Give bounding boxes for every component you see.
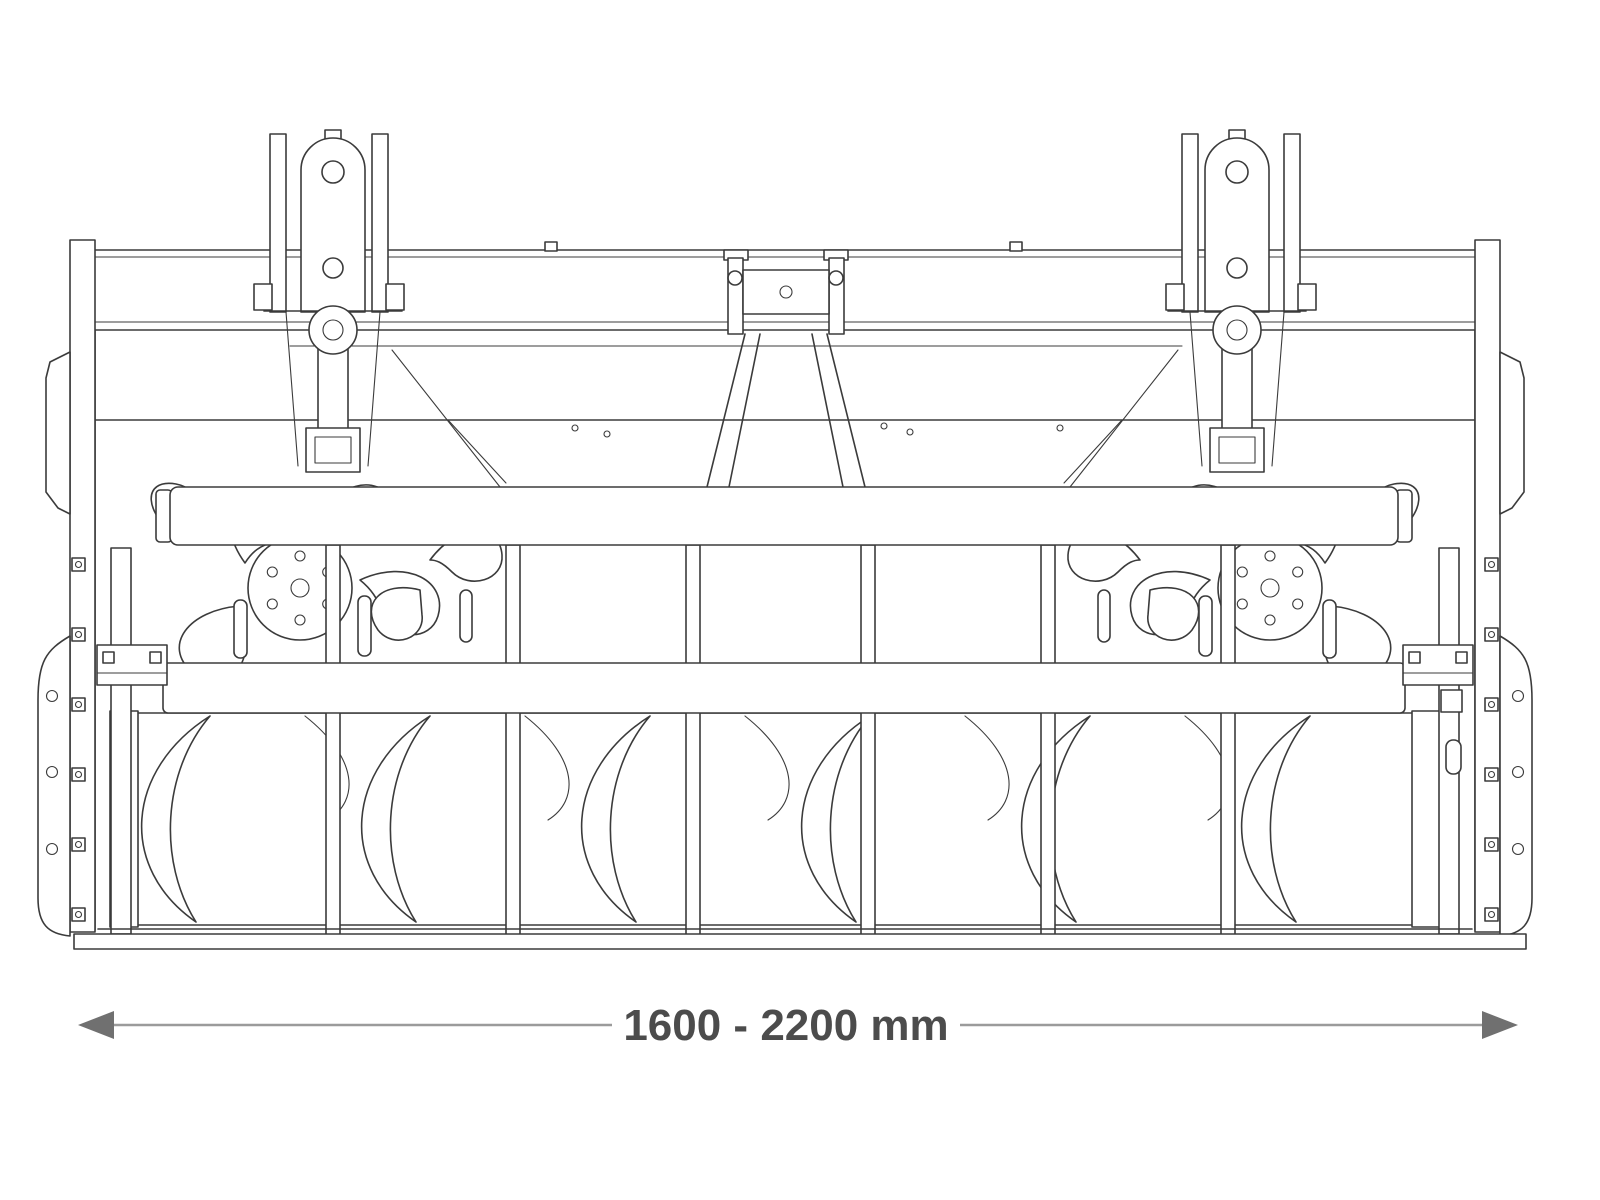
upper-front-rail xyxy=(155,486,1413,546)
lower-front-rail xyxy=(162,662,1406,714)
side-plate-right xyxy=(1474,239,1533,937)
dimension-label: 1600 - 2200 mm xyxy=(623,1001,948,1050)
top-bolt xyxy=(544,241,558,252)
center-mount xyxy=(706,249,866,488)
latch-right xyxy=(1440,689,1463,775)
auger-end-cap-right xyxy=(1411,710,1441,928)
rail-bracket-right xyxy=(1402,644,1474,686)
base-edge xyxy=(73,928,1527,950)
top-bolt xyxy=(1009,241,1023,252)
arrow-left-icon xyxy=(78,1011,114,1039)
side-plate-left xyxy=(37,239,96,937)
arrow-right-icon xyxy=(1482,1011,1518,1039)
width-dimension: 1600 - 2200 mm xyxy=(78,1001,1518,1050)
rail-bracket-left xyxy=(96,644,168,686)
end-post-left xyxy=(110,547,132,935)
auger xyxy=(109,710,1441,928)
